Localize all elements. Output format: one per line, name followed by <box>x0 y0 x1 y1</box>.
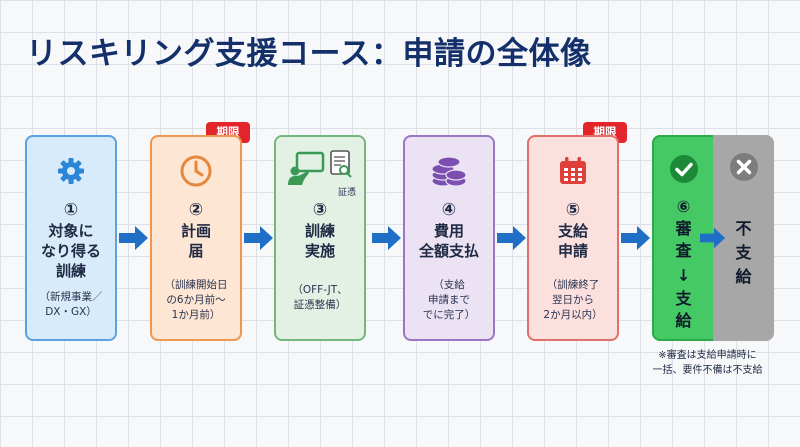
step-label-line: 届 <box>188 242 204 260</box>
step-label-line: なり得る <box>40 242 101 260</box>
reject-char: 給 <box>735 267 752 286</box>
outcome-arrow <box>700 227 726 249</box>
step-label-line: 対象に <box>48 222 94 240</box>
clock-icon <box>152 153 240 189</box>
step-note-line: 翌日から <box>552 294 594 306</box>
reject-panel: 不 支 給 <box>713 135 774 341</box>
approve-number: ⑥ <box>676 197 691 216</box>
calendar-icon <box>529 153 617 189</box>
reject-char: 不 <box>735 219 752 238</box>
step-label-line: 訓練 <box>304 222 335 240</box>
step-note-line: （支給 <box>433 279 465 291</box>
step-label-line: 訓練 <box>55 262 86 280</box>
step-number: ④ <box>441 200 457 220</box>
step-note-line: （訓練開始日 <box>164 279 228 291</box>
step-number: ① <box>63 200 79 220</box>
footnote: ※審査は支給申請時に 一括、要件不備は不支給 <box>620 348 795 378</box>
flow-arrow <box>372 226 401 250</box>
step-number: ③ <box>312 200 328 220</box>
flow-arrow <box>119 226 148 250</box>
step-1-card: ① 対象に なり得る 訓練 （新規事業／ DX・GX） <box>25 135 117 341</box>
step-label-line: 計画 <box>180 222 211 240</box>
step-note-line: DX・GX） <box>45 306 97 318</box>
step-note-line: （新規事業／ <box>39 291 103 303</box>
approve-char: 審 <box>675 219 692 238</box>
training-icon <box>276 150 364 189</box>
footnote-line: ※審査は支給申請時に <box>658 350 757 361</box>
cross-circle-icon <box>713 151 774 183</box>
gear-icon <box>27 153 115 189</box>
step-note-line: （訓練終了 <box>546 279 600 291</box>
step-number: ② <box>188 200 204 220</box>
step-note-line: 証憑整備） <box>293 299 347 311</box>
approve-char: 支 <box>675 289 692 308</box>
step-note-line: 2か月以内） <box>543 309 603 321</box>
check-circle-icon <box>654 153 713 185</box>
approve-char: 給 <box>675 311 692 330</box>
step-note-line: （OFF-JT、 <box>292 284 348 296</box>
step-label-line: 申請 <box>557 242 588 260</box>
step-label-line: 費用 <box>433 222 464 240</box>
step-5-card: ⑤ 支給 申請 （訓練終了 翌日から 2か月以内） <box>527 135 619 341</box>
icon-caption: 証憑 <box>337 188 356 198</box>
flow-arrow <box>621 226 650 250</box>
step-note-line: 1か月前） <box>171 309 221 321</box>
step-label-line: 全額支払 <box>418 242 479 260</box>
step-note-line: 申請まで <box>428 294 470 306</box>
step-4-card: ④ 費用 全額支払 （支給 申請まで でに完了） <box>403 135 495 341</box>
page-title: リスキリング支援コース：申請の全体像 <box>26 36 592 72</box>
flow-arrow <box>497 226 526 250</box>
step-label-line: 支給 <box>557 222 588 240</box>
flow-arrow <box>244 226 273 250</box>
coins-icon <box>405 153 493 189</box>
step-note-line: の6か月前〜 <box>166 294 226 306</box>
step-note-line: でに完了） <box>422 309 476 321</box>
step-2-card: ② 計画 届 （訓練開始日 の6か月前〜 1か月前） <box>150 135 242 341</box>
footnote-line: 一括、要件不備は不支給 <box>652 365 763 376</box>
step-label-line: 実施 <box>304 242 335 260</box>
approve-panel: ⑥ 審 査 → 支 給 <box>652 135 713 341</box>
approve-char: 査 <box>675 241 692 260</box>
step-3-card: 証憑 ③ 訓練 実施 （OFF-JT、 証憑整備） <box>274 135 366 341</box>
step-number: ⑤ <box>565 200 581 220</box>
reject-char: 支 <box>735 243 752 262</box>
